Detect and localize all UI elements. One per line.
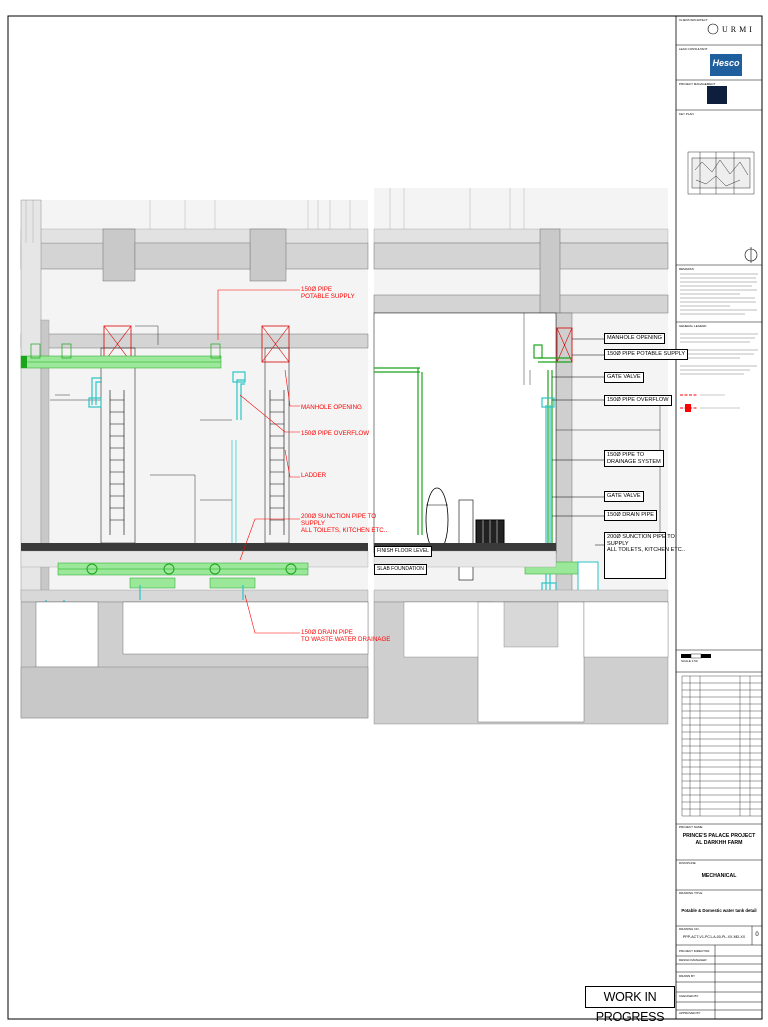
remarks-text	[680, 273, 758, 375]
label-drain-pipe: 150Ø DRAIN PIPE TO WASTE WATER DRAINAGE	[301, 629, 390, 643]
tb-row-project-director: PROJECT DIRECTOR	[679, 949, 710, 953]
tb-remarks-label: REMARKS	[679, 267, 694, 271]
label-suction-line-1: 200Ø SUNCTION PIPE TO	[301, 513, 377, 520]
overflow-pipes	[88, 371, 246, 545]
tb-row-design-manager: DESIGN MANAGER	[679, 958, 707, 962]
label-suction-pipe: 200Ø SUNCTION PIPE TO SUPPLY ALL TOILETS…	[301, 513, 387, 534]
rs-label-drainage-line-2: DRAINAGE SYSTEM	[607, 458, 661, 465]
label-potable-supply-line-2: POTABLE SUPPLY	[301, 293, 355, 300]
rs-label-gate-valve-top: GATE VALVE	[604, 372, 644, 383]
tb-drawing-no: PPP-ACT-V1-PC1-A-00-PL-XX-MD-XX	[682, 935, 746, 939]
rs-label-manhole-opening: MANHOLE OPENING	[604, 333, 666, 344]
rs-label-drainage-line-1: 150Ø PIPE TO	[607, 452, 645, 458]
rs-label-suction-line-2: SUPPLY	[607, 540, 629, 547]
tb-drawing-title-label: DRAWING TITLE	[679, 891, 703, 895]
architect-logo-icon	[707, 23, 719, 35]
tb-project-management-label: PROJECT MANAGEMENT	[679, 82, 716, 86]
rs-label-suction: 200Ø SUNCTION PIPE TO SUPPLY ALL TOILETS…	[604, 532, 685, 579]
sheet-border	[7, 15, 763, 1020]
potable-supply-pipe	[20, 343, 222, 369]
tb-discipline: MECHANICAL	[701, 873, 737, 879]
rs-label-potable-supply: 150Ø PIPE POTABLE SUPPLY	[604, 349, 689, 360]
label-manhole-opening: MANHOLE OPENING	[301, 404, 362, 411]
right-section-view	[373, 188, 669, 725]
label-suction-line-2: SUPPLY	[301, 520, 325, 527]
label-ladder: LADDER	[301, 472, 327, 479]
rs-label-drainage: 150Ø PIPE TO DRAINAGE SYSTEM	[604, 450, 664, 467]
rs-label-drain-pipe: 150Ø DRAIN PIPE	[604, 510, 657, 521]
tb-row-checked-by: CHECKED BY	[679, 994, 699, 998]
tb-revision: 0	[755, 932, 759, 938]
label-suction-line-3: ALL TOILETS, KITCHEN ETC..	[301, 527, 388, 534]
tb-project-name-2: AL DARKHH FARM	[695, 840, 743, 846]
tb-project-label: PROJECT NAME	[679, 825, 703, 829]
label-drain-line-2: TO WASTE WATER DRAINAGE	[301, 636, 391, 643]
pm-logo-box	[707, 86, 727, 104]
tb-discipline-label: DISCIPLINE	[679, 861, 696, 865]
tb-general-legend-label: GENERAL LEGEND	[679, 324, 707, 328]
rs-label-suction-line-1: 200Ø SUNCTION PIPE TO	[607, 534, 675, 540]
north-arrow-icon	[744, 247, 758, 263]
label-potable-supply: 150Ø PIPE POTABLE SUPPLY	[301, 286, 355, 300]
left-section-view	[20, 199, 369, 719]
scale-bar	[681, 653, 711, 659]
tb-client-architect-label: CLIENT/ARCHITECT	[679, 18, 708, 22]
tb-lead-consultant-label: LEAD CONSULTANT	[679, 47, 708, 51]
tb-key-plan-label: KEY PLAN	[679, 112, 694, 116]
tb-architect-logo: URMI	[722, 25, 755, 34]
tb-project-name-1: PRINCE'S PALACE PROJECT	[682, 833, 756, 839]
legend-symbols	[680, 394, 740, 412]
work-in-progress-stamp: WORK IN PROGRESS	[585, 986, 675, 1024]
rs-label-overflow: 150Ø PIPE OVERFLOW	[604, 395, 672, 406]
tb-scale: SCALE 1:50	[681, 659, 698, 663]
tb-drawing-no-label: DRAWING NO.	[679, 927, 700, 931]
rs-label-gate-valve-bottom: GATE VALVE	[604, 491, 644, 502]
tb-drawing-title: Potable & Domestic water tank detail	[681, 908, 757, 913]
tb-row-approved-by: APPROVED BY	[679, 1011, 701, 1015]
label-potable-supply-line-1: 150Ø PIPE	[301, 286, 332, 293]
revision-table	[681, 675, 763, 817]
label-overflow: 150Ø PIPE OVERFLOW	[301, 430, 370, 437]
suction-pipe	[57, 562, 309, 589]
tb-row-drawn-by: DRAWN BY	[679, 974, 696, 978]
title-block	[676, 44, 762, 1019]
label-finish-floor-level: FINISH FLOOR LEVEL	[374, 546, 432, 557]
label-slab-foundation: SLAB FOUNDATION	[374, 564, 427, 575]
tb-consultant-logo: Hesco	[712, 58, 740, 68]
consultant-logo-box	[710, 54, 742, 76]
rs-label-suction-line-3: ALL TOILETS, KITCHEN ETC..	[607, 547, 685, 553]
key-plan-graphic	[687, 151, 755, 195]
label-drain-line-1: 150Ø DRAIN PIPE	[301, 629, 353, 636]
rs-potable-pipe	[374, 344, 572, 560]
